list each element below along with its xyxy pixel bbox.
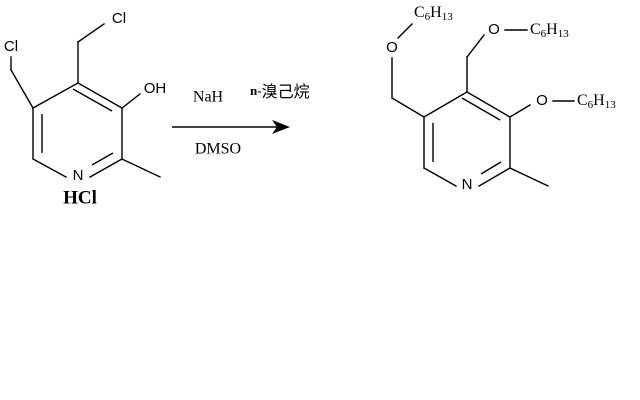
reactant-hcl-label: HCl xyxy=(63,187,97,208)
reactant-nitrogen-label: N xyxy=(73,167,84,184)
ring-bond-c2-n1 xyxy=(89,158,123,178)
reactant-hydroxyl-bond xyxy=(121,93,141,109)
reactant-oh-label: OH xyxy=(144,80,167,97)
reagent-bromohexane-cjk: 溴己烷 xyxy=(262,82,310,101)
product-ring-bonds xyxy=(423,91,511,187)
reactant-cl-label-upper: Cl xyxy=(112,10,126,27)
product-hexyl-label-middle: C6H13 xyxy=(530,21,569,40)
product-methyl-bond xyxy=(509,167,549,187)
reactant-cl-label-left: Cl xyxy=(4,38,18,55)
product-ring-bond-c4-c3 xyxy=(466,91,511,118)
reagent-nah-label: NaH xyxy=(193,89,224,106)
ring-double-c4-c3 xyxy=(72,88,113,112)
product-ch2-o-bond-middle xyxy=(466,34,485,58)
reagent-bromohexane-label: n-溴己烷 xyxy=(250,82,310,101)
product-nitrogen-label: N xyxy=(462,176,473,193)
product-ch2-bond-left xyxy=(391,97,425,118)
product-oxygen-label-left: O xyxy=(386,39,398,56)
ring-bond-n1-c6 xyxy=(32,158,67,178)
reaction-arrow-right xyxy=(172,120,290,134)
reactant-cl-bond-upper xyxy=(77,23,105,43)
reagent-bromohexane-prefix: n- xyxy=(250,83,262,98)
product-ring-bond-c2-n1 xyxy=(478,167,511,187)
ring-bond-c5-c4 xyxy=(32,82,79,109)
product-hexyl-bond-left xyxy=(397,23,413,39)
product-hexyl-label-right: C6H13 xyxy=(577,92,616,111)
product-ring-bond-n1-c6 xyxy=(423,167,457,187)
product-ring-bond-c5-c4 xyxy=(423,91,468,118)
arrow-head xyxy=(272,120,290,134)
reactant-ring-bonds xyxy=(32,82,123,178)
product-o-bond-right xyxy=(509,104,531,118)
product-hexyl-label-left: C6H13 xyxy=(414,4,453,23)
product-ring-double-c4-c3 xyxy=(461,97,501,121)
reactant-methyl-bond xyxy=(121,158,161,178)
product-oxygen-label-middle: O xyxy=(488,21,500,38)
ring-bond-c4-c3 xyxy=(77,82,123,109)
reactant-structure: N HCl OH Cl Cl xyxy=(4,10,166,208)
reagent-dmso-label: DMSO xyxy=(195,141,241,158)
product-structure: N O C6H13 O C6H13 O C6H13 xyxy=(386,4,616,193)
reactant-ch2-bond-left xyxy=(10,69,34,109)
product-ring-double-c2-n1 xyxy=(480,161,502,175)
product-oxygen-label-right: O xyxy=(536,92,548,109)
ring-double-c2-n1 xyxy=(91,152,114,166)
reaction-conditions: NaH n-溴己烷 DMSO xyxy=(172,82,310,158)
